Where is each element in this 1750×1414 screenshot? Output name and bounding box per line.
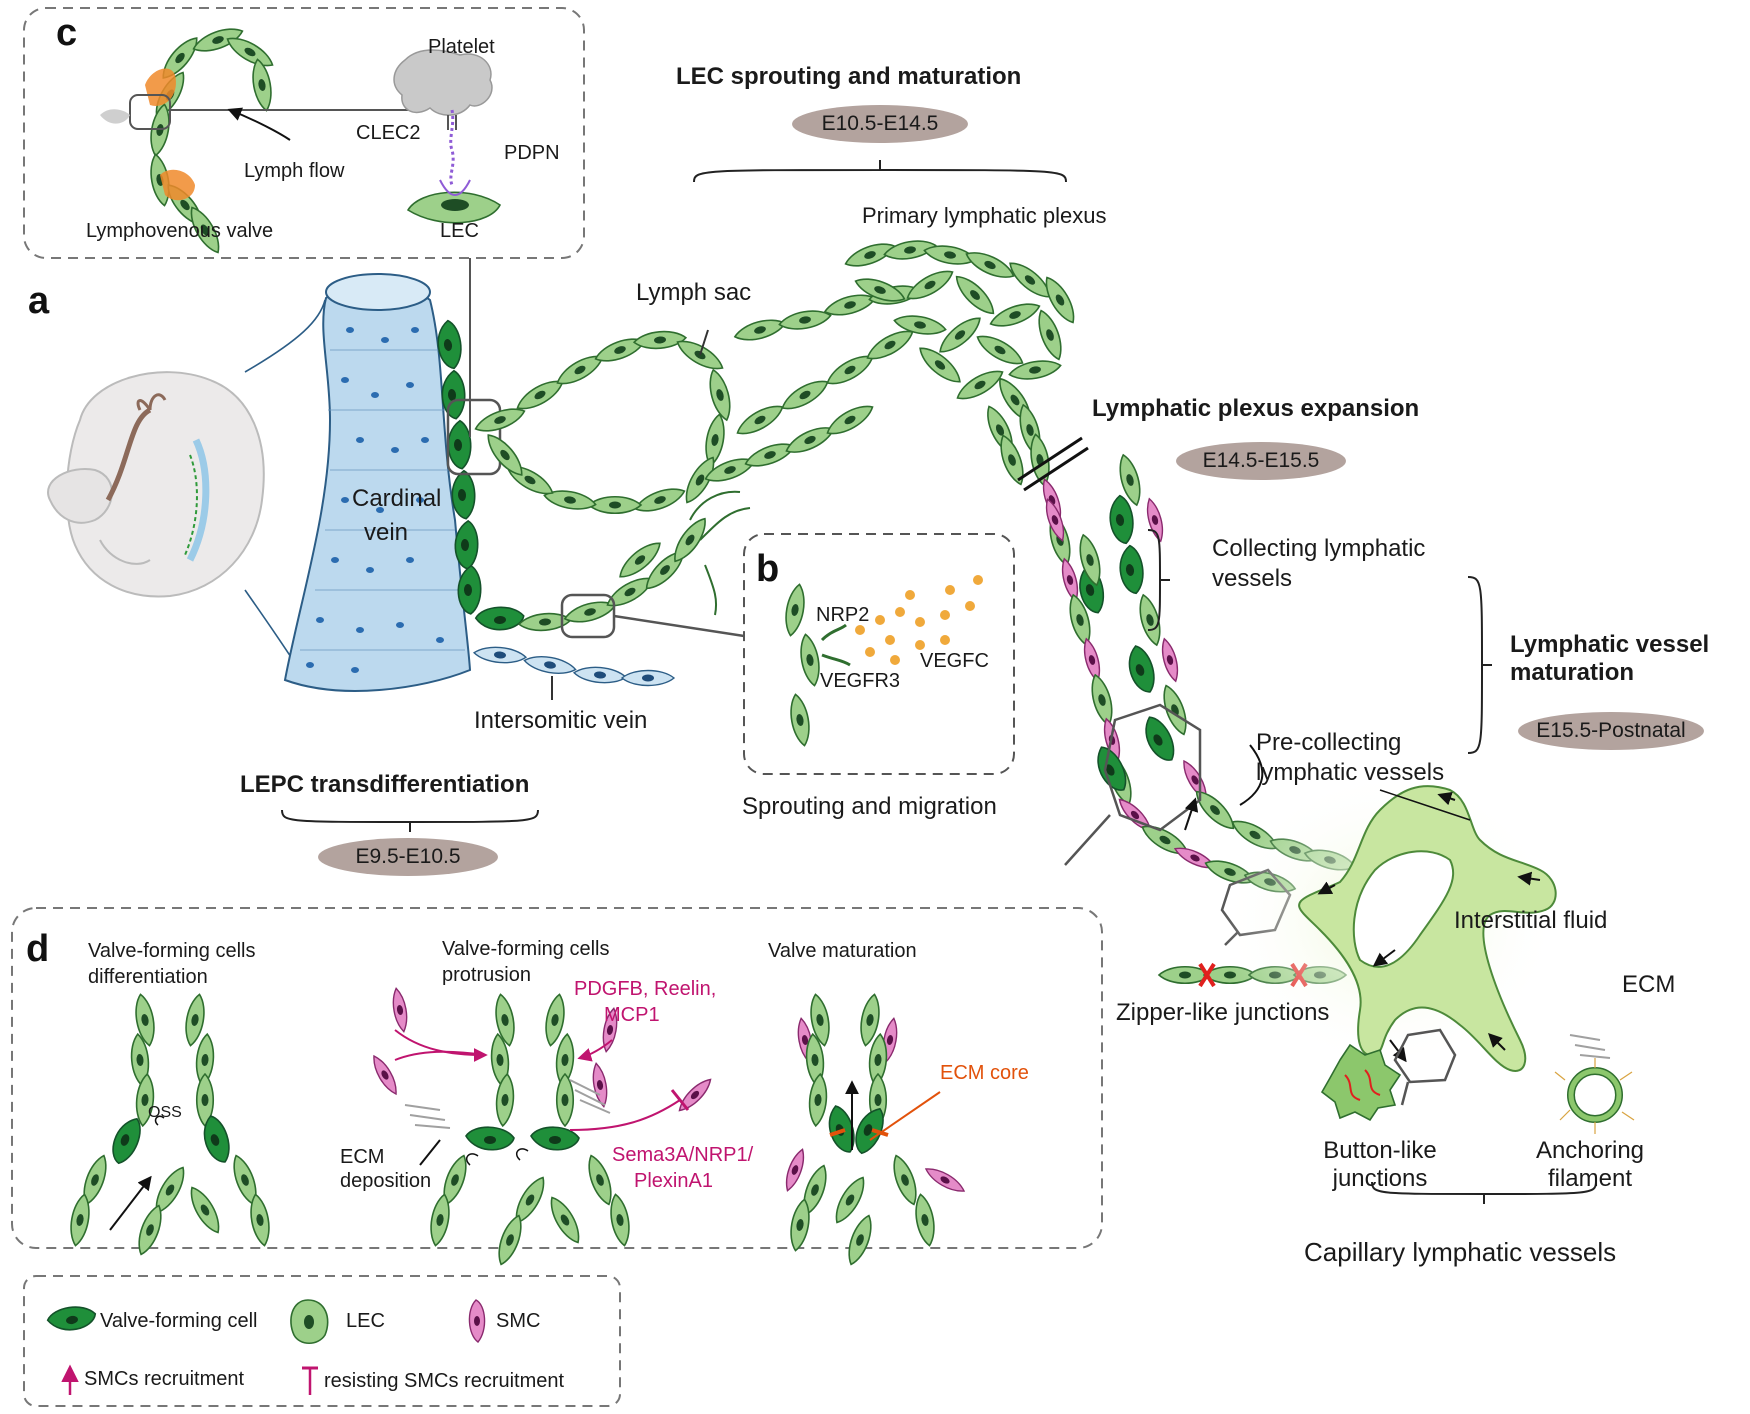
stage-range-lepc: E9.5-E10.5: [318, 838, 498, 876]
label-ecm-deposition-2: deposition: [340, 1170, 432, 1192]
panel-c-drawing: [100, 22, 502, 258]
label-d-step3: Valve maturation: [768, 940, 917, 962]
label-vegfc: VEGFC: [920, 650, 989, 672]
embryo-illustration: [47, 299, 326, 681]
panel-c-box: [23, 7, 585, 259]
legend-icons: [45, 1299, 486, 1395]
label-pdpn: PDPN: [504, 142, 560, 164]
label-clec2: CLEC2: [356, 122, 421, 144]
label-anchoring-1: Anchoring: [1535, 1137, 1645, 1164]
stage-title-lec-sprouting: LEC sprouting and maturation: [676, 63, 1022, 90]
label-d-step1-2: differentiation: [88, 966, 208, 988]
label-button-2: junctions: [1332, 1165, 1428, 1192]
label-precollecting-1: Pre-collecting: [1256, 729, 1402, 756]
label-lec-c: LEC: [440, 220, 479, 242]
label-collecting-1: Collecting lymphatic: [1212, 535, 1426, 562]
legend-valve-forming-cell: Valve-forming cell: [100, 1310, 258, 1332]
panel-d-step1: [66, 992, 274, 1259]
label-collecting-2: vessels: [1212, 565, 1293, 592]
label-lymph-sac: Lymph sac: [636, 279, 752, 306]
legend-resisting: resisting SMCs recruitment: [324, 1370, 565, 1392]
label-lymph-flow: Lymph flow: [244, 160, 345, 182]
label-sprouting-migration: Sprouting and migration: [742, 793, 997, 820]
legend-smc-recruitment: SMCs recruitment: [84, 1368, 245, 1390]
label-lymphovenous-valve: Lymphovenous valve: [86, 220, 274, 242]
label-d-step2-2: protrusion: [442, 964, 531, 986]
panel-letter-c: c: [56, 12, 78, 54]
label-zipper-junctions: Zipper-like junctions: [1116, 999, 1330, 1026]
label-ecm-core: ECM core: [940, 1062, 1029, 1084]
stage-range-vessel-maturation: E15.5-Postnatal: [1518, 712, 1704, 750]
label-ecm: ECM: [1622, 971, 1676, 998]
panel-letter-d: d: [26, 928, 50, 970]
panel-letter-a: a: [28, 280, 50, 322]
label-capillary: Capillary lymphatic vessels: [1304, 1237, 1617, 1267]
label-ecm-deposition-1: ECM: [340, 1146, 385, 1168]
panel-d-step2: [368, 986, 716, 1269]
label-precollecting-2: lymphatic vessels: [1256, 759, 1445, 786]
label-d-step2-1: Valve-forming cells: [442, 938, 610, 960]
label-oss: OSS: [148, 1104, 182, 1121]
stage-title-vessel-maturation-1: Lymphatic vessel: [1510, 631, 1710, 658]
panel-d-step3: [781, 992, 968, 1269]
stage-title-plexus-expansion: Lymphatic plexus expansion: [1092, 395, 1420, 422]
label-interstitial-fluid: Interstitial fluid: [1454, 907, 1608, 934]
stage-title-lepc: LEPC transdifferentiation: [240, 771, 530, 798]
stage-range-plexus-expansion: E14.5-E15.5: [1176, 442, 1346, 480]
legend-lec: LEC: [346, 1310, 385, 1332]
label-primary-plexus: Primary lymphatic plexus: [862, 203, 1107, 228]
panel-letter-b: b: [756, 548, 780, 590]
label-intersomitic-vein: Intersomitic vein: [474, 707, 648, 734]
stage-title-vessel-maturation-2: maturation: [1510, 659, 1635, 686]
label-vegfr3: VEGFR3: [820, 670, 901, 692]
label-pdgfb-2: MCP1: [604, 1004, 660, 1026]
label-button-1: Button-like: [1323, 1137, 1437, 1164]
panel-b-drawing: [781, 575, 983, 748]
label-platelet: Platelet: [428, 36, 495, 58]
label-d-step1-1: Valve-forming cells: [88, 940, 256, 962]
panel-d-box: [11, 907, 1103, 1249]
label-pdgfb-1: PDGFB, Reelin,: [574, 978, 717, 1000]
label-nrp2: NRP2: [816, 604, 870, 626]
label-cardinal-vein-1: Cardinal: [352, 485, 442, 512]
legend-smc: SMC: [496, 1310, 541, 1332]
label-cardinal-vein-2: vein: [364, 519, 409, 546]
panel-b-box: [743, 533, 1015, 775]
lymph-sac-plexus: [469, 236, 1081, 700]
label-sema-1: Sema3A/NRP1/: [612, 1144, 754, 1166]
cardinal-vein: [283, 273, 502, 692]
label-sema-2: PlexinA1: [634, 1170, 713, 1192]
label-anchoring-2: filament: [1547, 1165, 1633, 1192]
capillary-network: [1220, 770, 1635, 1204]
stage-range-lec-sprouting: E10.5-E14.5: [792, 105, 968, 143]
